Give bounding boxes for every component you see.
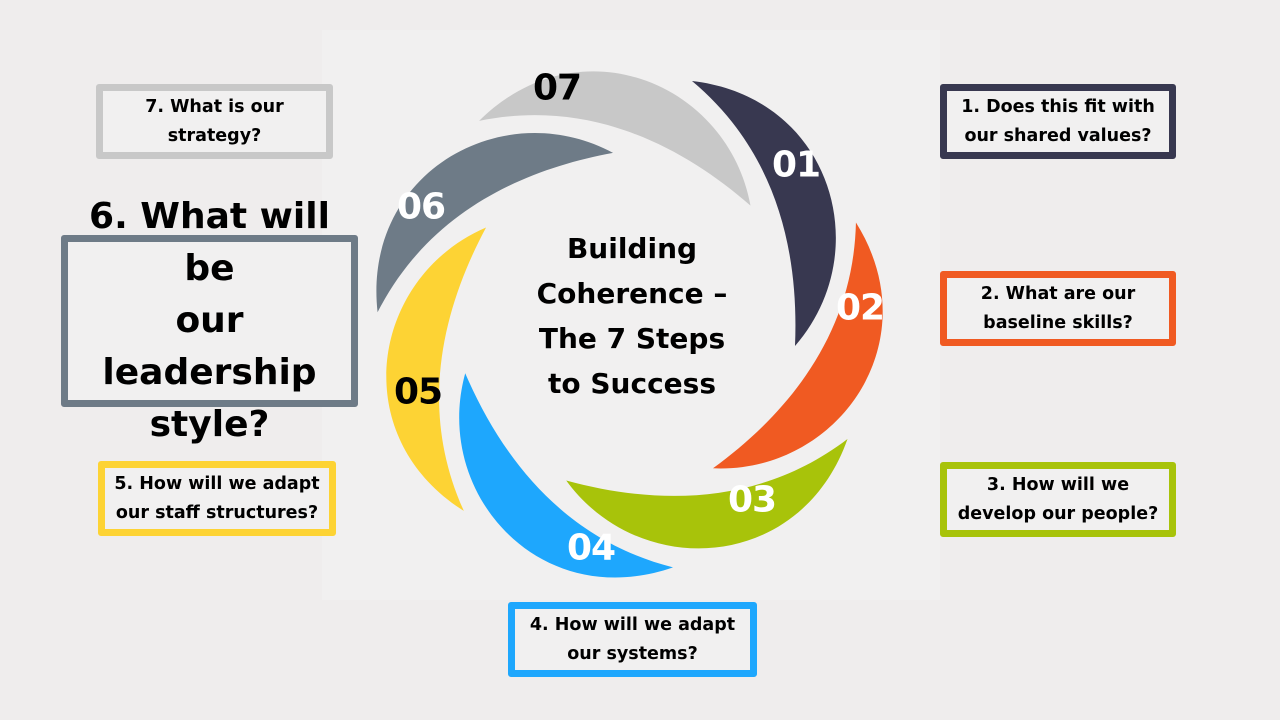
- question-line: our shared values?: [964, 125, 1152, 146]
- step-number-03: 03: [727, 479, 777, 521]
- step-box-3: 3. How will we develop our people?: [940, 462, 1176, 537]
- question-line: baseline skills?: [983, 312, 1133, 333]
- question-line: our systems?: [567, 643, 698, 664]
- step-box-2: 2. What are our baseline skills?: [940, 271, 1176, 346]
- diagram-title: Building Coherence – The 7 Steps to Succ…: [512, 226, 752, 406]
- title-line: to Success: [548, 367, 716, 400]
- petal-step-03: [566, 438, 848, 549]
- question-line: our staff structures?: [115, 502, 319, 523]
- question-line: strategy?: [167, 125, 262, 146]
- step-box-7: 7. What is our strategy?: [96, 84, 333, 159]
- title-line: Building: [566, 232, 698, 265]
- step-number-06: 06: [396, 186, 446, 228]
- step-box-1: 1. Does this fit with our shared values?: [940, 84, 1176, 159]
- question-line: develop our people?: [957, 503, 1159, 524]
- title-line: Coherence –: [536, 277, 728, 310]
- question-line: our leadership: [102, 300, 317, 393]
- question-line: 4. How will we adapt: [529, 614, 736, 635]
- question-line: 3. How will we: [986, 474, 1130, 495]
- petal-step-04: [459, 373, 674, 578]
- question-line: 6. What will be: [89, 196, 330, 289]
- question-line: 5. How will we adapt: [114, 473, 320, 494]
- petal-step-05: [386, 227, 487, 511]
- step-number-05: 05: [393, 371, 443, 413]
- question-line: 7. What is our: [145, 96, 284, 117]
- step-number-07: 07: [532, 67, 582, 109]
- step-box-4: 4. How will we adapt our systems?: [508, 602, 757, 677]
- question-line: 1. Does this fit with: [961, 96, 1155, 117]
- petal-step-01: [692, 81, 836, 346]
- question-line: style?: [149, 404, 270, 445]
- petal-step-06: [376, 133, 614, 313]
- step-number-02: 02: [835, 287, 885, 329]
- step-box-6: 6. What will be our leadership style?: [61, 196, 358, 445]
- title-line: The 7 Steps: [538, 322, 726, 355]
- petal-step-07: [479, 71, 751, 206]
- petal-step-02: [712, 222, 883, 469]
- step-box-5: 5. How will we adapt our staff structures…: [98, 461, 336, 536]
- step-number-01: 01: [771, 144, 821, 186]
- step-number-04: 04: [566, 527, 616, 569]
- question-line: 2. What are our: [980, 283, 1136, 304]
